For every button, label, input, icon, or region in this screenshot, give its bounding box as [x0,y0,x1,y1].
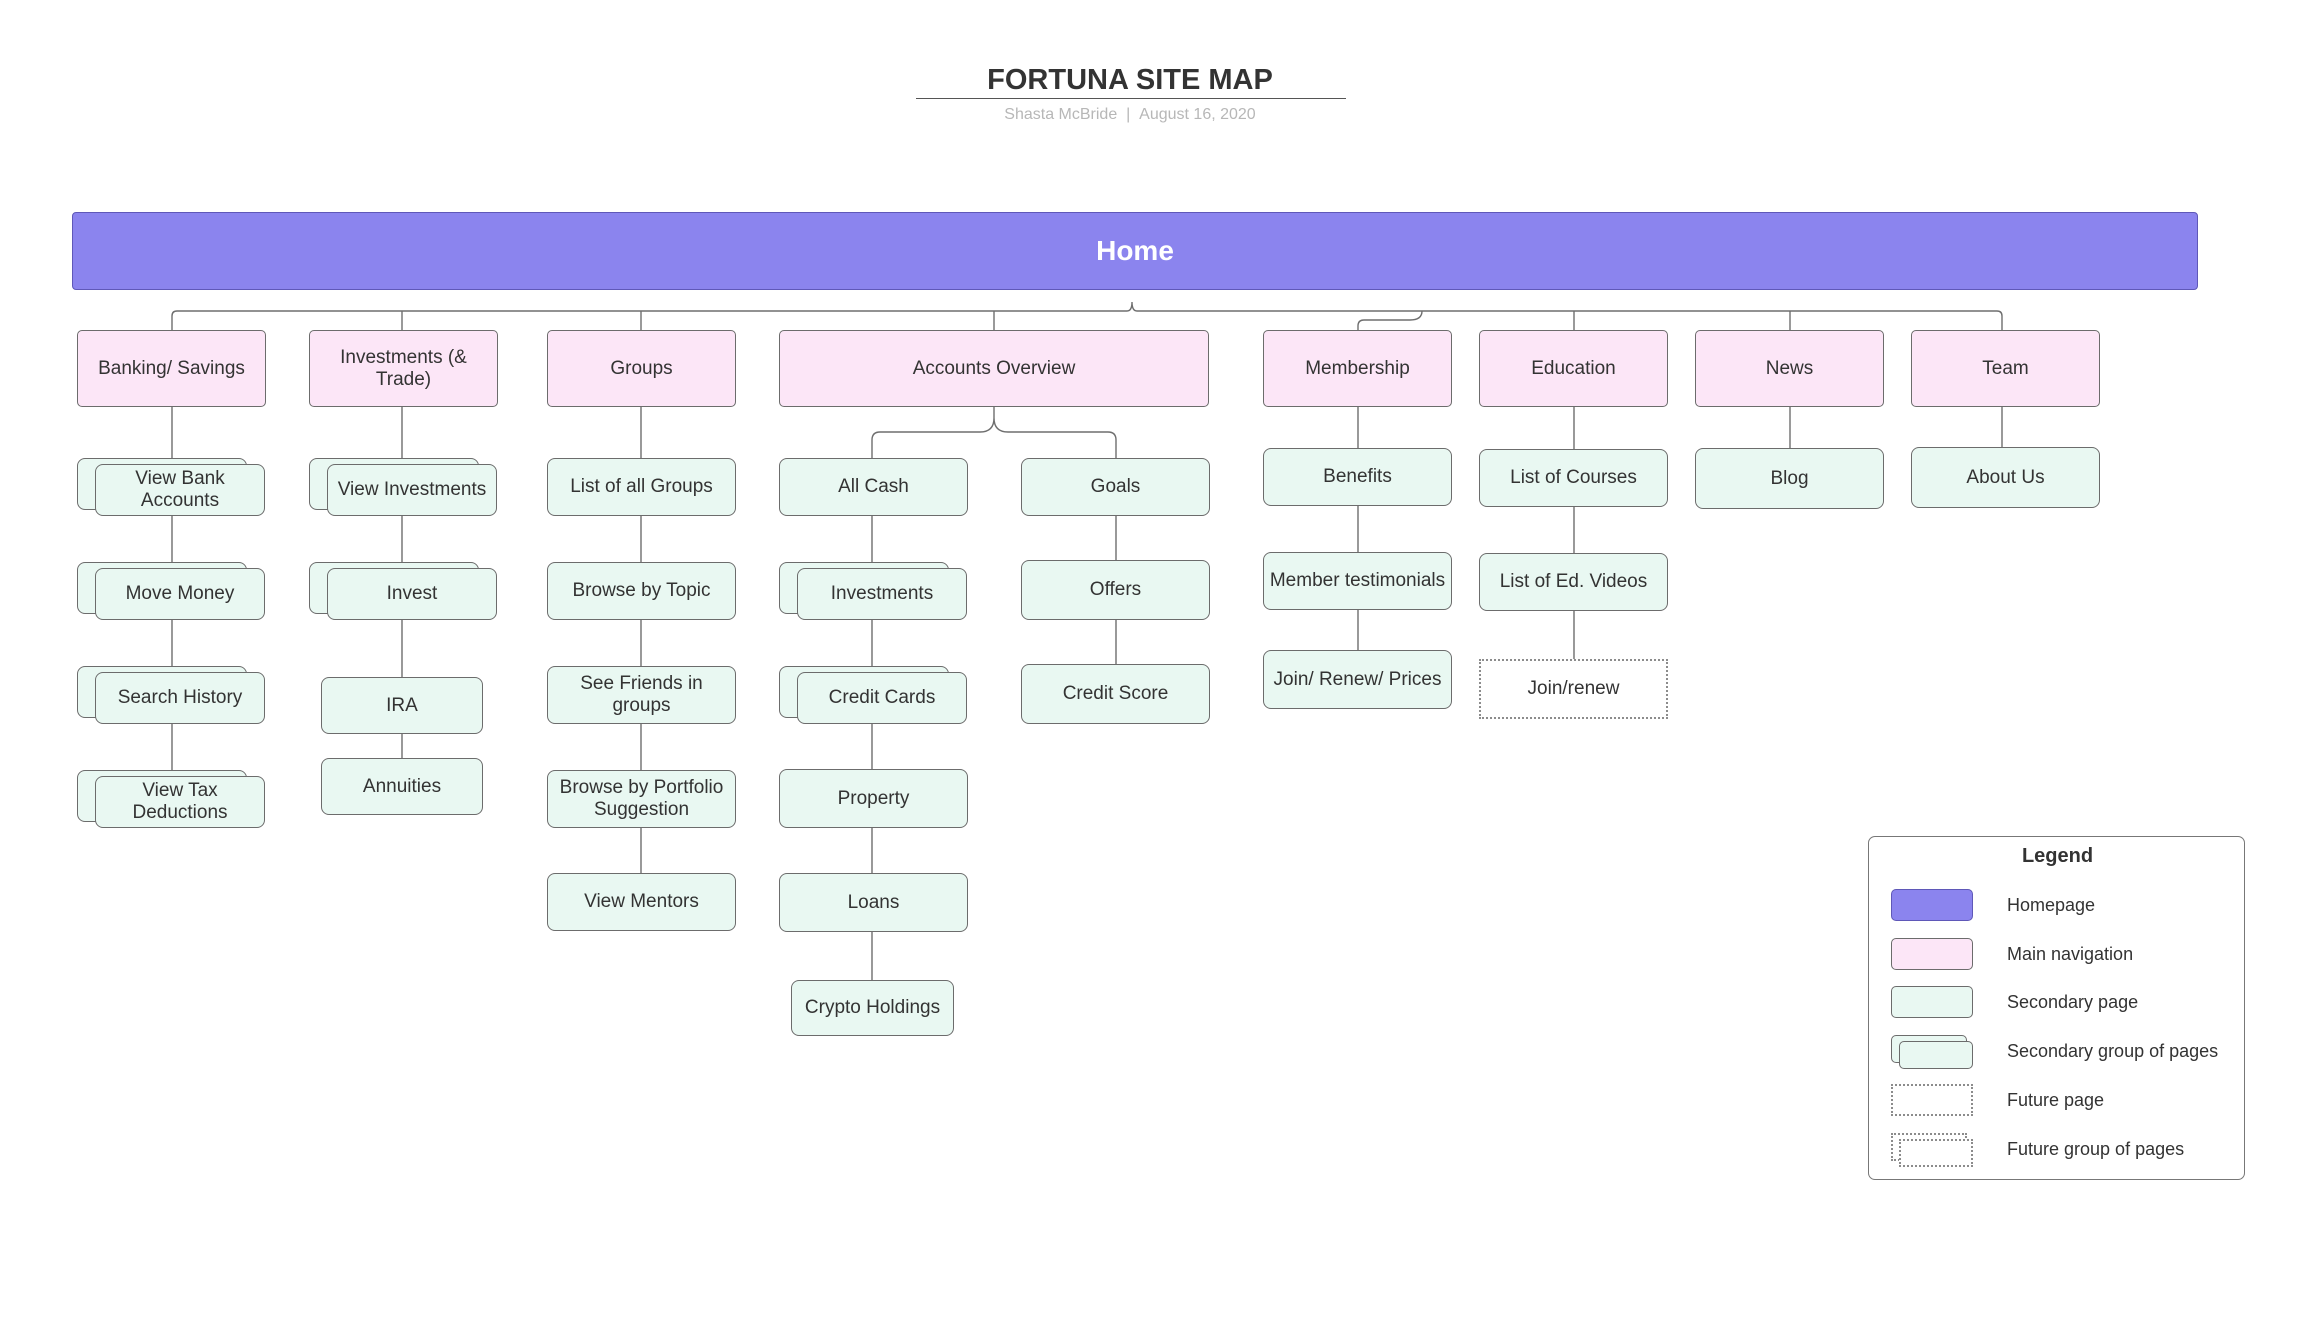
legend-swatch-secondary-page [1891,986,1973,1018]
nav-groups: Groups [547,330,736,407]
page-about-us: About Us [1911,447,2100,508]
legend-item-future-page: Future page [1869,1084,2246,1118]
page-view-investments: View Investments [327,464,497,516]
date: August 16, 2020 [1139,106,1256,123]
nav-team: Team [1911,330,2100,407]
page-view-mentors: View Mentors [547,873,736,931]
legend-item-homepage: Homepage [1869,889,2246,923]
page-list-of-all-groups: List of all Groups [547,458,736,516]
page-list-of-courses: List of Courses [1479,449,1668,507]
page-list-of-ed-videos: List of Ed. Videos [1479,553,1668,611]
title-underline [916,98,1346,99]
legend-label: Main navigation [2007,944,2134,964]
legend-item-future-group: Future group of pages [1869,1133,2246,1167]
nav-membership: Membership [1263,330,1452,407]
connector-accounts-split [871,406,1117,458]
page-property: Property [779,769,968,828]
legend-item-secondary-group: Secondary group of pages [1869,1035,2246,1069]
nav-education: Education [1479,330,1668,407]
legend-title: Legend [2021,845,2094,867]
page-goals: Goals [1021,458,1210,516]
page-view-tax-deductions: View Tax Deductions [95,776,265,828]
page-offers: Offers [1021,560,1210,620]
page-join-renew-prices: Join/ Renew/ Prices [1263,650,1452,709]
page-annuities: Annuities [321,758,483,815]
legend-label: Secondary page [2007,992,2139,1012]
author-name: Shasta McBride [1004,106,1118,123]
page-browse-by-topic: Browse by Topic [547,562,736,620]
legend-swatch-future-page [1891,1084,1973,1116]
page-search-history: Search History [95,672,265,724]
connector-home-membership [1357,310,1423,330]
legend-swatch-main-navigation [1891,938,1973,970]
page-member-testimonials: Member testimonials [1263,552,1452,610]
legend-label: Future page [2007,1090,2105,1110]
legend-item-main-navigation: Main navigation [1869,938,2246,972]
nav-news: News [1695,330,1884,407]
page-browse-by-portfolio-suggestion: Browse by Portfolio Suggestion [547,770,736,828]
legend-label: Secondary group of pages [2007,1041,2219,1061]
separator: | [1126,106,1131,123]
legend-swatch-future-group-front [1899,1139,1973,1167]
page-benefits: Benefits [1263,448,1452,506]
author-date-line: Shasta McBride | August 16, 2020 [860,106,1400,124]
page-loans: Loans [779,873,968,932]
page-view-bank-accounts: View Bank Accounts [95,464,265,516]
legend-label: Future group of pages [2007,1139,2185,1159]
connector-home-bus [171,301,2003,330]
legend-label: Homepage [2007,895,2096,915]
page-investments: Investments [797,568,967,620]
page-all-cash: All Cash [779,458,968,516]
nav-accounts-overview: Accounts Overview [779,330,1209,407]
page-credit-cards: Credit Cards [797,672,967,724]
page-credit-score: Credit Score [1021,664,1210,724]
home-node: Home [72,212,2198,290]
page-join-renew-future: Join/renew [1479,659,1668,719]
nav-banking-savings: Banking/ Savings [77,330,266,407]
legend-item-secondary-page: Secondary page [1869,986,2246,1020]
page-blog: Blog [1695,448,1884,509]
page-crypto-holdings: Crypto Holdings [791,980,954,1036]
legend-swatch-group-front [1899,1041,1973,1069]
page-move-money: Move Money [95,568,265,620]
nav-investments-trade: Investments (& Trade) [309,330,498,407]
page-ira: IRA [321,677,483,734]
legend: Legend Homepage Main navigation Secondar… [1868,836,2245,1180]
page-see-friends-in-groups: See Friends in groups [547,666,736,724]
page-title: FORTUNA SITE MAP [987,64,1273,96]
legend-swatch-homepage [1891,889,1973,921]
page-invest: Invest [327,568,497,620]
